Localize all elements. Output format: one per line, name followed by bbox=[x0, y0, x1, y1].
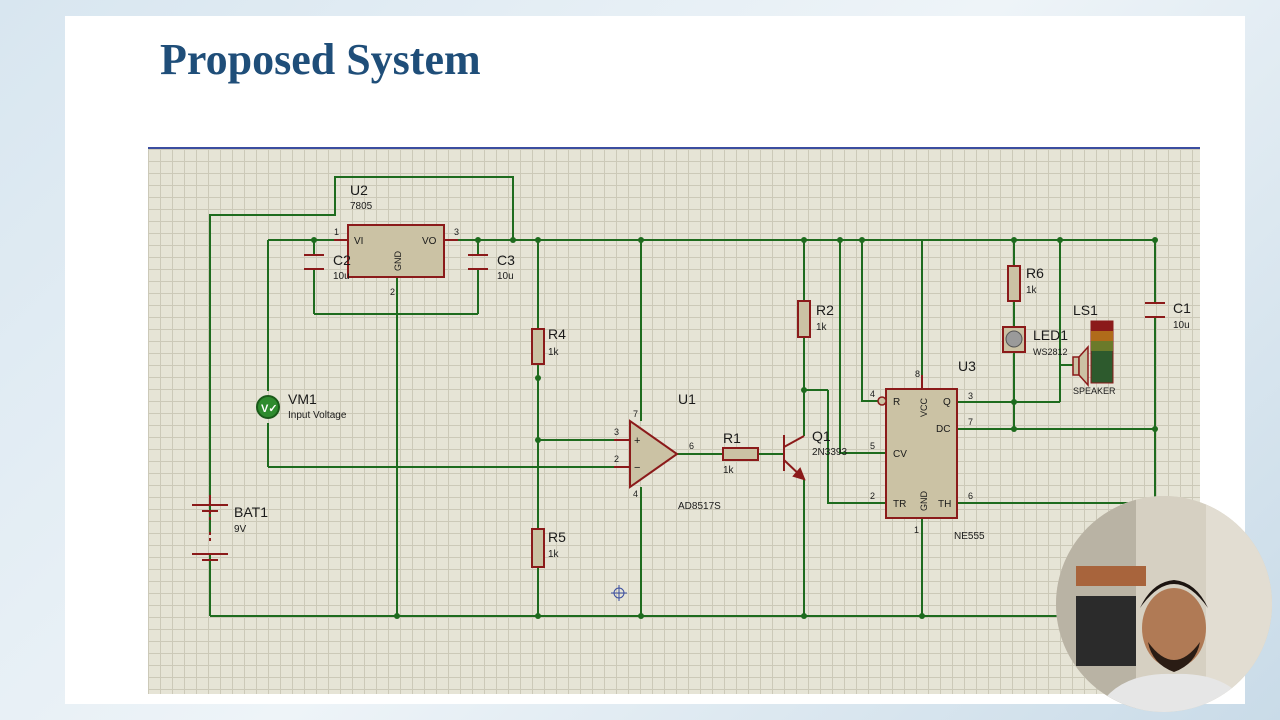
capacitor-c2 bbox=[304, 254, 324, 270]
r1-ref: R1 bbox=[723, 430, 741, 446]
voltmeter-vm1: V✓ bbox=[256, 395, 280, 419]
vm1-ref: VM1 bbox=[288, 391, 317, 407]
u3-n1: 1 bbox=[914, 525, 919, 535]
wires bbox=[209, 176, 1156, 617]
u2-pin-gnd: GND bbox=[393, 251, 403, 272]
junctions bbox=[311, 237, 1158, 619]
circuit-diagram: VI VO GND 1 3 2 U2 7805 C2 10u C3 10u bbox=[192, 176, 1191, 619]
u3-n3: 3 bbox=[968, 391, 973, 401]
u1-pin6: 6 bbox=[689, 441, 694, 451]
capacitor-c1 bbox=[1145, 302, 1165, 318]
c1-ref: C1 bbox=[1173, 300, 1191, 316]
speaker-ls1 bbox=[1072, 320, 1114, 387]
slide: Proposed System bbox=[65, 16, 1245, 704]
c2-ref: C2 bbox=[333, 252, 351, 268]
r6-ref: R6 bbox=[1026, 265, 1044, 281]
crosshair-icon bbox=[611, 585, 627, 601]
led1-ref: LED1 bbox=[1033, 327, 1068, 343]
q1-ref: Q1 bbox=[812, 428, 831, 444]
led1-value: WS2812 bbox=[1033, 347, 1068, 357]
bat1-ref: BAT1 bbox=[234, 504, 268, 520]
ls1-value: SPEAKER bbox=[1073, 386, 1116, 396]
capacitor-c3 bbox=[468, 254, 488, 270]
r5-value: 1k bbox=[548, 549, 560, 560]
resistor-r4 bbox=[531, 328, 545, 365]
u3-pin-tr: TR bbox=[893, 499, 906, 510]
r6-value: 1k bbox=[1026, 285, 1038, 296]
u3-pin-cv: CV bbox=[893, 449, 907, 460]
transistor-q1 bbox=[783, 435, 806, 481]
u3-value: NE555 bbox=[954, 531, 985, 542]
presenter-image bbox=[1056, 496, 1272, 712]
r5-ref: R5 bbox=[548, 529, 566, 545]
opamp-u1: + − 3 2 6 7 4 bbox=[614, 409, 694, 499]
schematic-canvas: VI VO GND 1 3 2 U2 7805 C2 10u C3 10u bbox=[148, 147, 1200, 694]
u1-pin4: 4 bbox=[633, 489, 638, 499]
u3-n4: 4 bbox=[870, 389, 875, 399]
u3-pin-r: R bbox=[893, 397, 900, 408]
u3-n5: 5 bbox=[870, 441, 875, 451]
bat1-value: 9V bbox=[234, 524, 247, 535]
u1-plus: + bbox=[634, 435, 640, 447]
vm1-value: Input Voltage bbox=[288, 410, 347, 421]
u2-pin2: 2 bbox=[390, 287, 395, 297]
u2-ref: U2 bbox=[350, 182, 368, 198]
u1-value: AD8517S bbox=[678, 501, 721, 512]
regulator-u2: VI VO GND 1 3 2 U2 7805 bbox=[334, 182, 459, 297]
u3-n8: 8 bbox=[915, 369, 920, 379]
resistor-r1 bbox=[722, 447, 759, 461]
u1-pin3: 3 bbox=[614, 427, 619, 437]
presenter-webcam bbox=[1056, 496, 1272, 712]
battery-bat1 bbox=[192, 495, 228, 561]
q1-value: 2N3393 bbox=[812, 447, 847, 458]
u1-minus: − bbox=[634, 462, 640, 474]
u3-n2: 2 bbox=[870, 491, 875, 501]
u2-pin1: 1 bbox=[334, 227, 339, 237]
resistor-r6 bbox=[1007, 265, 1021, 302]
u1-ref: U1 bbox=[678, 391, 696, 407]
timer-u3: R VCC Q DC CV TR GND TH 4 8 3 7 5 2 6 1 bbox=[870, 369, 973, 535]
u3-pin-dc: DC bbox=[936, 424, 950, 435]
c1-value: 10u bbox=[1173, 320, 1190, 331]
r2-ref: R2 bbox=[816, 302, 834, 318]
r4-ref: R4 bbox=[548, 326, 566, 342]
u3-pin-gnd: GND bbox=[919, 491, 929, 512]
led-led1 bbox=[1002, 326, 1026, 353]
slide-title: Proposed System bbox=[160, 35, 481, 84]
r1-value: 1k bbox=[723, 465, 735, 476]
u3-pin-th: TH bbox=[938, 499, 951, 510]
resistor-r2 bbox=[797, 300, 811, 338]
c2-value: 10u bbox=[333, 271, 350, 282]
c3-value: 10u bbox=[497, 271, 514, 282]
u1-pin7: 7 bbox=[633, 409, 638, 419]
u2-pin3: 3 bbox=[454, 227, 459, 237]
u1-pin2: 2 bbox=[614, 454, 619, 464]
check-icon: V✓ bbox=[261, 403, 278, 415]
r2-value: 1k bbox=[816, 322, 828, 333]
ls1-ref: LS1 bbox=[1073, 302, 1098, 318]
u2-pin-vi: VI bbox=[354, 236, 363, 247]
u3-n7: 7 bbox=[968, 417, 973, 427]
r4-value: 1k bbox=[548, 347, 560, 358]
u2-pin-vo: VO bbox=[422, 236, 437, 247]
c3-ref: C3 bbox=[497, 252, 515, 268]
resistor-r5 bbox=[531, 528, 545, 568]
u2-value: 7805 bbox=[350, 201, 373, 212]
u3-n6: 6 bbox=[968, 491, 973, 501]
u3-pin-vcc: VCC bbox=[919, 397, 929, 417]
u3-pin-q: Q bbox=[943, 397, 951, 408]
u3-ref: U3 bbox=[958, 358, 976, 374]
